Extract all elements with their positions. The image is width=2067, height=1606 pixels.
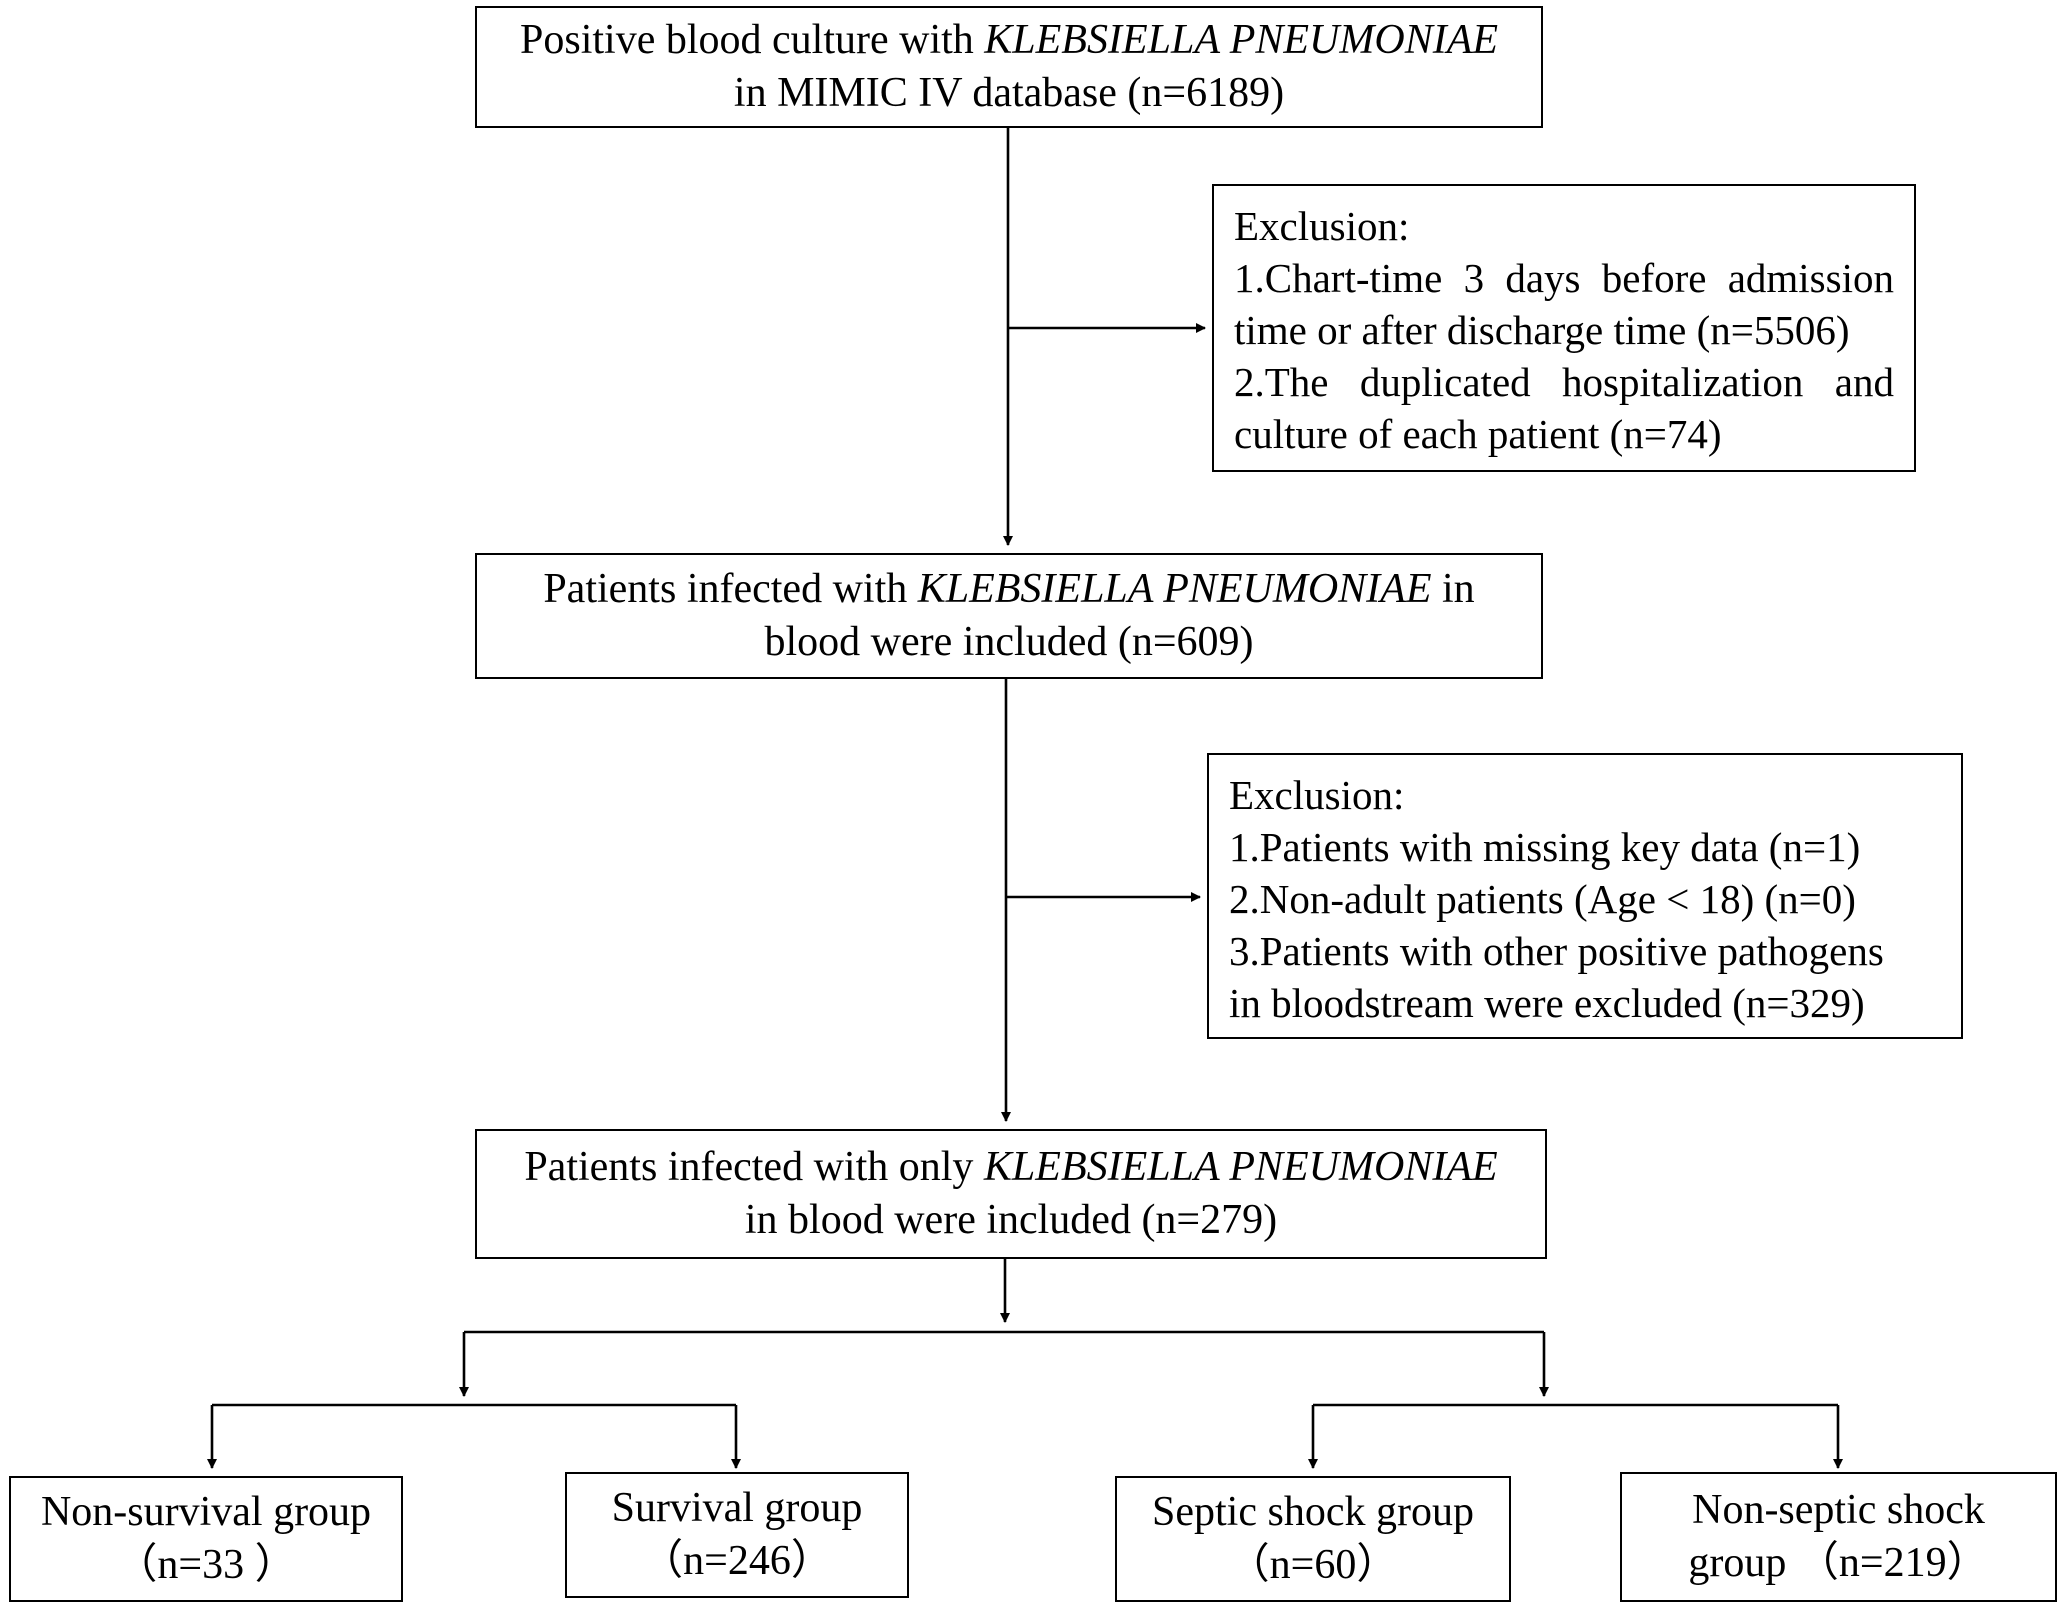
- group-label: Septic shock group: [1152, 1489, 1474, 1535]
- group-label: Survival group: [611, 1485, 863, 1531]
- start-box: Positive blood culture with KLEBSIELLA P…: [475, 6, 1543, 128]
- group-count: （n=60）: [1227, 1542, 1399, 1588]
- septic-shock-group-box: Septic shock group （n=60）: [1115, 1476, 1511, 1602]
- exclusion-item: in bloodstream were excluded (n=329): [1229, 980, 1865, 1026]
- survival-group-box: Survival group （n=246）: [565, 1472, 909, 1598]
- organism-name: KLEBSIELLA PNEUMONIAE: [983, 1144, 1498, 1190]
- exclusion-item: 1.Chart-time 3 days before admission: [1234, 255, 1894, 301]
- group-count: （n=33 ）: [115, 1542, 297, 1588]
- group-count: （n=246）: [641, 1538, 833, 1584]
- included2-line2: in blood were included (n=279): [744, 1197, 1278, 1243]
- included1-line1: Patients infected with KLEBSIELLA PNEUMO…: [543, 563, 1474, 616]
- organism-name: KLEBSIELLA PNEUMONIAE: [984, 17, 1499, 63]
- exclusion-item: 2.Non-adult patients (Age < 18) (n=0): [1229, 876, 1856, 922]
- exclusion-item: 3.Patients with other positive pathogens: [1229, 928, 1884, 974]
- start-line2: in MIMIC IV database (n=6189): [733, 70, 1285, 116]
- exclusion-item: 2.The duplicated hospitalization and: [1234, 359, 1894, 405]
- exclusion-box-2: Exclusion: 1.Patients with missing key d…: [1207, 753, 1963, 1039]
- included1-line2: blood were included (n=609): [764, 619, 1254, 665]
- included1-text-end: in: [1431, 566, 1475, 612]
- start-text: Positive blood culture with: [519, 17, 985, 63]
- included1-text: Patients infected with: [543, 566, 918, 612]
- nonsurvival-group-box: Non-survival group （n=33 ）: [9, 1476, 403, 1602]
- exclusion-box-1: Exclusion: 1.Chart-time 3 days before ad…: [1212, 184, 1916, 472]
- organism-name: KLEBSIELLA PNEUMONIAE: [917, 566, 1432, 612]
- included2-text: Patients infected with only: [524, 1144, 984, 1190]
- group-label: Non-survival group: [40, 1489, 372, 1535]
- included-box-2: Patients infected with only KLEBSIELLA P…: [475, 1129, 1547, 1259]
- included2-line1: Patients infected with only KLEBSIELLA P…: [524, 1141, 1497, 1194]
- exclusion-title: Exclusion:: [1229, 772, 1405, 818]
- exclusion-item: 1.Patients with missing key data (n=1): [1229, 824, 1861, 870]
- included-box-1: Patients infected with KLEBSIELLA PNEUMO…: [475, 553, 1543, 679]
- group-count: group （n=219）: [1688, 1540, 1989, 1586]
- non-septic-shock-group-box: Non-septic shock group （n=219）: [1620, 1472, 2057, 1602]
- exclusion-title: Exclusion:: [1234, 203, 1410, 249]
- exclusion-item: culture of each patient (n=74): [1234, 411, 1722, 457]
- exclusion-item: time or after discharge time (n=5506): [1234, 307, 1850, 353]
- start-line1: Positive blood culture with KLEBSIELLA P…: [520, 14, 1498, 67]
- group-label: Non-septic shock: [1692, 1487, 1985, 1533]
